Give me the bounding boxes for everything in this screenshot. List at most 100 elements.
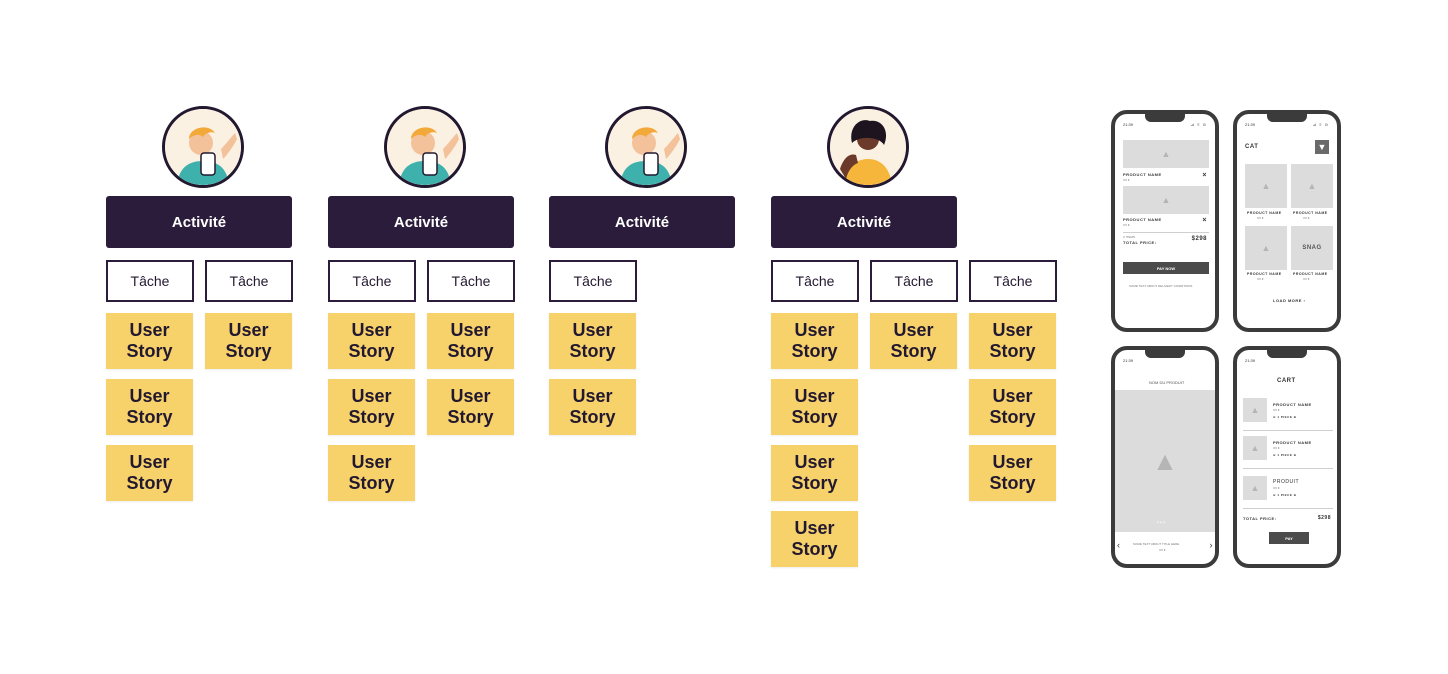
user-story-note[interactable]: User Story: [549, 313, 636, 369]
activity-card[interactable]: Activité: [328, 196, 514, 248]
catalog-title: CAT: [1245, 144, 1259, 150]
activity-card[interactable]: Activité: [549, 196, 735, 248]
persona-avatar-man: [605, 106, 687, 188]
product-name: PRODUCT NAME: [1123, 172, 1162, 177]
product-price: XX €: [1303, 216, 1310, 220]
user-story-note[interactable]: User Story: [427, 313, 514, 369]
quantity-stepper[interactable]: ⊖ 1 PIECE ⊕: [1273, 415, 1297, 419]
remove-icon[interactable]: ×: [1202, 172, 1207, 179]
user-story-note[interactable]: User Story: [870, 313, 957, 369]
total-value: $298: [1191, 236, 1207, 242]
image-icon: ▲: [1250, 483, 1260, 493]
task-card[interactable]: Tâche: [870, 260, 958, 302]
user-story-note[interactable]: User Story: [106, 445, 193, 501]
product-name: PRODUCT NAME: [1123, 217, 1162, 222]
mirrored-text: SNAG: [1302, 245, 1322, 251]
product-thumb: ▲: [1243, 436, 1267, 460]
total-label: TOTAL PRICE:: [1243, 516, 1277, 521]
footnote: SOME TEXT ABOUT DELIVERY CONDITIONS: [1129, 284, 1193, 288]
status-time: 21:39: [1123, 358, 1134, 363]
user-story-note[interactable]: User Story: [969, 313, 1056, 369]
carousel-dots[interactable]: • • •: [1157, 520, 1166, 526]
remove-icon[interactable]: ×: [1202, 217, 1207, 224]
task-card[interactable]: Tâche: [328, 260, 416, 302]
image-icon: ▲: [1261, 181, 1271, 191]
product-price: XX €: [1273, 408, 1280, 412]
user-story-note[interactable]: User Story: [969, 379, 1056, 435]
product-image: ▲: [1291, 164, 1333, 208]
total-value: $298: [1317, 515, 1331, 521]
persona-avatar-man: [384, 106, 466, 188]
phone-notch: [1267, 350, 1307, 358]
user-story-note[interactable]: User Story: [771, 445, 858, 501]
user-story-note[interactable]: User Story: [771, 379, 858, 435]
user-story-note[interactable]: User Story: [771, 313, 858, 369]
total-label: TOTAL PRICE:: [1123, 240, 1157, 245]
image-icon: ▲: [1250, 405, 1260, 415]
user-story-note[interactable]: User Story: [106, 313, 193, 369]
task-card[interactable]: Tâche: [205, 260, 293, 302]
product-price: XX €: [1123, 178, 1130, 182]
user-story-note[interactable]: User Story: [328, 445, 415, 501]
phone-catalog: 21:39 ⊿ ≡ ⊙ CAT ▼ ▲ ▲ PRODUCT NAME PRODU…: [1233, 110, 1341, 332]
divider: [1123, 232, 1209, 233]
divider: [1243, 468, 1333, 469]
product-image: ▲: [1123, 140, 1209, 168]
product-thumb: ▲: [1243, 476, 1267, 500]
load-more-link[interactable]: LOAD MORE ›: [1273, 298, 1306, 303]
task-card[interactable]: Tâche: [969, 260, 1057, 302]
pay-now-button[interactable]: PAY NOW: [1123, 262, 1209, 274]
activity-card[interactable]: Activité: [106, 196, 292, 248]
user-story-note[interactable]: User Story: [771, 511, 858, 567]
product-name: PRODUCT NAME: [1247, 272, 1282, 276]
persona-avatar-man: [162, 106, 244, 188]
phone-notch: [1267, 114, 1307, 122]
user-story-note[interactable]: User Story: [328, 379, 415, 435]
next-arrow-icon[interactable]: ›: [1209, 540, 1213, 550]
status-time: 21:39: [1245, 358, 1256, 363]
user-story-note[interactable]: User Story: [427, 379, 514, 435]
filter-icon[interactable]: ▼: [1315, 140, 1329, 154]
status-icons: ⊿ ≡ ⊙: [1190, 122, 1207, 127]
product-name: PRODUCT NAME: [1273, 440, 1312, 445]
task-card[interactable]: Tâche: [549, 260, 637, 302]
product-price: XX €: [1257, 277, 1264, 281]
product-price: XX €: [1257, 216, 1264, 220]
product-image: ▲: [1123, 186, 1209, 214]
user-story-note[interactable]: User Story: [106, 379, 193, 435]
product-price: XX €: [1159, 548, 1166, 552]
product-title: NOM DU PRODUIT: [1149, 380, 1185, 385]
image-icon: ▲: [1250, 443, 1260, 453]
product-hero-image: ▲: [1115, 390, 1215, 532]
product-name: PRODUCT NAME: [1273, 402, 1312, 407]
quantity-stepper[interactable]: ⊖ 1 PIECE ⊕: [1273, 493, 1297, 497]
image-icon: ▲: [1161, 149, 1171, 159]
status-time: 21:39: [1245, 122, 1256, 127]
product-image: SNAG: [1291, 226, 1333, 270]
product-price: XX €: [1273, 486, 1280, 490]
user-story-note[interactable]: User Story: [205, 313, 292, 369]
user-story-note[interactable]: User Story: [969, 445, 1056, 501]
task-card[interactable]: Tâche: [106, 260, 194, 302]
task-card[interactable]: Tâche: [771, 260, 859, 302]
pay-button[interactable]: PAY: [1269, 532, 1309, 544]
user-story-note[interactable]: User Story: [549, 379, 636, 435]
phone-cart: 21:39 CART ▲ PRODUCT NAME XX € ⊖ 1 PIECE…: [1233, 346, 1341, 568]
activity-card[interactable]: Activité: [771, 196, 957, 248]
image-icon: ▲: [1307, 181, 1317, 191]
task-card[interactable]: Tâche: [427, 260, 515, 302]
phone-notch: [1145, 350, 1185, 358]
prev-arrow-icon[interactable]: ‹: [1117, 540, 1121, 550]
status-time: 21:39: [1123, 122, 1134, 127]
divider: [1243, 430, 1333, 431]
image-icon: ▲: [1261, 243, 1271, 253]
product-price: XX €: [1273, 446, 1280, 450]
product-price: XX €: [1123, 223, 1130, 227]
product-image: ▲: [1245, 226, 1287, 270]
product-name: PRODUCT NAME: [1293, 272, 1328, 276]
user-story-note[interactable]: User Story: [328, 313, 415, 369]
persona-avatar-woman: [827, 106, 909, 188]
image-icon: ▲: [1152, 445, 1178, 476]
quantity-stepper[interactable]: ⊖ 1 PIECE ⊕: [1273, 453, 1297, 457]
image-icon: ▲: [1161, 195, 1171, 205]
